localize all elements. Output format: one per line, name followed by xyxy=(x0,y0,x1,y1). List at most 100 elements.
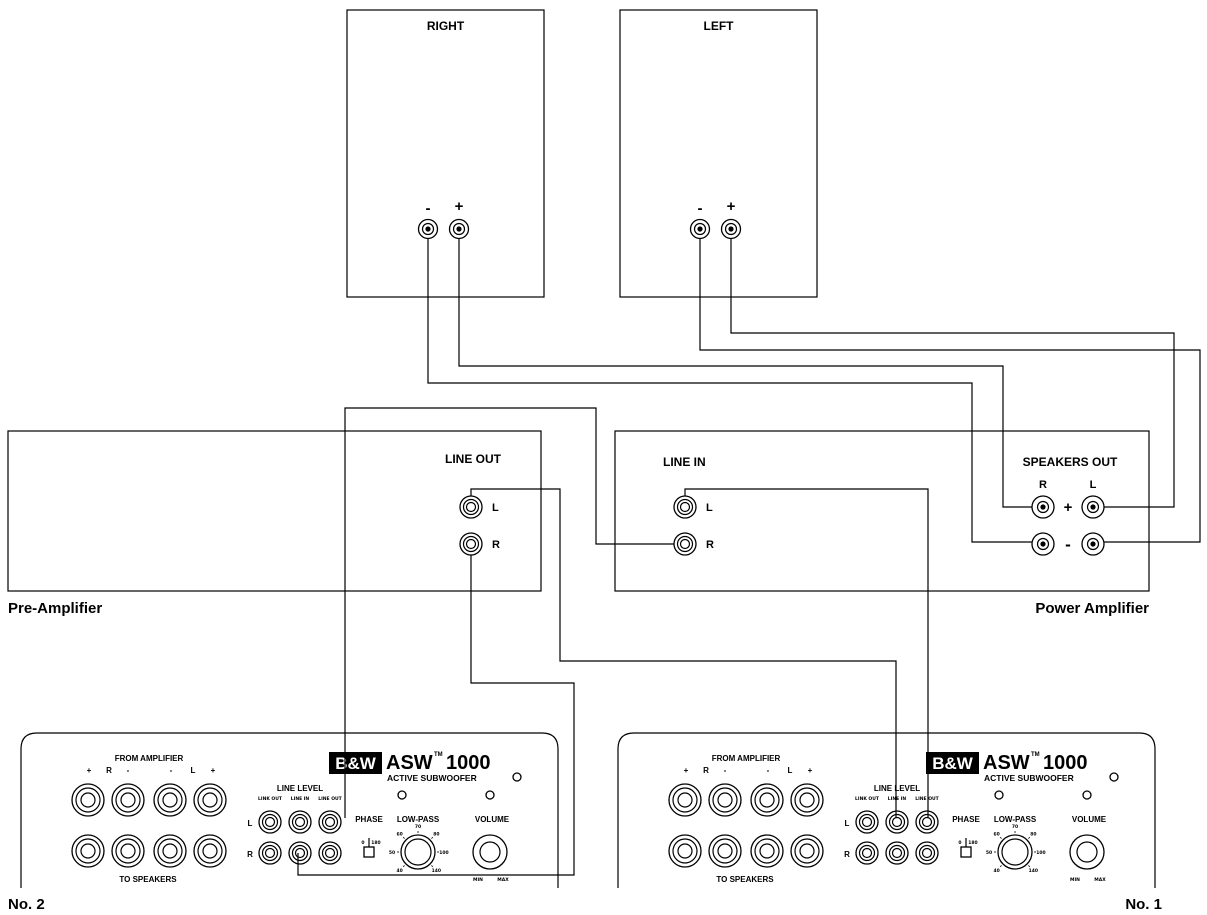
phase-0-label: 0 xyxy=(958,840,961,846)
line-level-r-jack-1 xyxy=(258,841,282,865)
phase-switch xyxy=(363,838,375,858)
lowpass-indicator xyxy=(397,790,407,800)
to-speakers-label: TO SPEAKERS xyxy=(119,875,177,884)
phase-180-label: 180 xyxy=(968,840,977,846)
cable-right-speaker-minus xyxy=(427,238,1032,543)
left-speaker-plus-terminal xyxy=(720,218,742,240)
speakers-out-plus-label: + xyxy=(1064,499,1073,516)
left-speaker-cabinet xyxy=(619,9,818,298)
volume-min-label: MIN xyxy=(1070,877,1080,883)
power-amp-line-in-l-jack xyxy=(673,495,697,519)
volume-knob xyxy=(472,834,508,870)
low-pass-label: LOW-PASS xyxy=(397,815,440,824)
line-level-r-jack-2 xyxy=(288,841,312,865)
low-pass-tick-mark-80 xyxy=(1028,836,1031,839)
low-pass-tick-mark-60 xyxy=(402,836,405,839)
low-pass-tick-140: 140 xyxy=(1029,868,1038,874)
speakers-out-l-plus-terminal xyxy=(1081,495,1105,519)
low-pass-tick-mark-40 xyxy=(999,865,1002,868)
power-amp-line-in-r-jack xyxy=(673,532,697,556)
trademark-mark: TM xyxy=(1031,752,1040,758)
preamp-line-out-r-jack xyxy=(459,532,483,556)
low-pass-tick-100: 100 xyxy=(439,850,448,856)
line-level-l-jack-1 xyxy=(258,810,282,834)
low-pass-tick-100: 100 xyxy=(1036,850,1045,856)
bw-logo: B&W xyxy=(329,752,382,774)
row-r-label: R xyxy=(844,850,850,859)
volume-indicator xyxy=(485,790,495,800)
low-pass-tick-mark-140 xyxy=(431,865,434,868)
low-pass-tick-80: 80 xyxy=(433,831,439,837)
line-in-label: LINE IN xyxy=(888,796,907,802)
low-pass-tick-40: 40 xyxy=(396,868,402,874)
speakers-out-r-label: R xyxy=(1039,479,1047,491)
line-level-label: LINE LEVEL xyxy=(277,784,323,793)
pre-amplifier-box xyxy=(7,430,542,592)
phase-180-label: 180 xyxy=(371,840,380,846)
right-speaker: RIGHT - + xyxy=(346,9,545,298)
low-pass-tick-mark-40 xyxy=(402,865,405,868)
left-speaker-plus-label: + xyxy=(727,198,736,215)
line-level-label: LINE LEVEL xyxy=(874,784,920,793)
terminal-marking-5: L xyxy=(191,766,196,775)
model-name: ASW xyxy=(386,752,433,774)
row-l-label: L xyxy=(248,819,253,828)
terminal-marking-1: + xyxy=(87,766,92,775)
left-speaker-minus-label: - xyxy=(698,200,703,217)
line-level-l-jack-3 xyxy=(915,810,939,834)
low-pass-tick-40: 40 xyxy=(993,868,999,874)
bw-logo-text: B&W xyxy=(932,754,974,773)
to-speakers-terminal-1 xyxy=(668,834,702,868)
subwoofer-panel xyxy=(20,732,559,888)
from-amplifier-terminal-3 xyxy=(750,783,784,817)
right-speaker-cabinet xyxy=(346,9,545,298)
line-in-label: LINE IN xyxy=(291,796,310,802)
low-pass-tick-mark-80 xyxy=(431,836,434,839)
cables xyxy=(297,238,1201,876)
line-level-l-jack-2 xyxy=(288,810,312,834)
right-speaker-plus-terminal xyxy=(448,218,470,240)
active-subwoofer-label: ACTIVE SUBWOOFER xyxy=(387,773,477,783)
low-pass-tick-70: 70 xyxy=(1012,824,1018,830)
line-level-r-jack-2 xyxy=(885,841,909,865)
speakers-out-r-minus-terminal xyxy=(1031,532,1055,556)
power-indicator-led xyxy=(1109,772,1119,782)
to-speakers-terminal-1 xyxy=(71,834,105,868)
subwoofer-panel xyxy=(617,732,1156,888)
low-pass-tick-50: 50 xyxy=(986,850,992,856)
right-speaker-minus-terminal xyxy=(417,218,439,240)
line-level-l-jack-1 xyxy=(855,810,879,834)
power-amp-l-label: L xyxy=(706,502,713,514)
left-speaker-title: LEFT xyxy=(704,19,735,33)
speakers-out-l-minus-terminal xyxy=(1081,532,1105,556)
trademark-mark: TM xyxy=(434,752,443,758)
from-amplifier-terminal-2 xyxy=(708,783,742,817)
power-indicator-led xyxy=(512,772,522,782)
terminal-marking-3: - xyxy=(724,766,727,775)
lowpass-indicator xyxy=(994,790,1004,800)
power-amplifier-box xyxy=(614,430,1150,592)
power-amp-line-in-label: LINE IN xyxy=(663,455,706,469)
right-speaker-plus-label: + xyxy=(455,198,464,215)
cable-preamp-l-to-sub1-line-in xyxy=(470,488,897,818)
volume-knob xyxy=(1069,834,1105,870)
cable-sub2-line-out-to-power-r xyxy=(344,407,674,818)
line-out-label: LINE OUT xyxy=(318,796,342,802)
volume-label: VOLUME xyxy=(475,815,510,824)
terminal-marking-3: - xyxy=(127,766,130,775)
low-pass-tick-80: 80 xyxy=(1030,831,1036,837)
preamp-l-label: L xyxy=(492,502,499,514)
right-speaker-title: RIGHT xyxy=(427,19,465,33)
line-level-l-jack-2 xyxy=(885,810,909,834)
from-amplifier-terminal-4 xyxy=(193,783,227,817)
low-pass-tick-mark-60 xyxy=(999,836,1002,839)
link-out-label: LINK OUT xyxy=(258,796,283,802)
from-amplifier-terminal-3 xyxy=(153,783,187,817)
line-level-l-jack-3 xyxy=(318,810,342,834)
preamp-line-out-l-jack xyxy=(459,495,483,519)
speakers-out-l-label: L xyxy=(1090,479,1097,491)
terminal-marking-1: + xyxy=(684,766,689,775)
